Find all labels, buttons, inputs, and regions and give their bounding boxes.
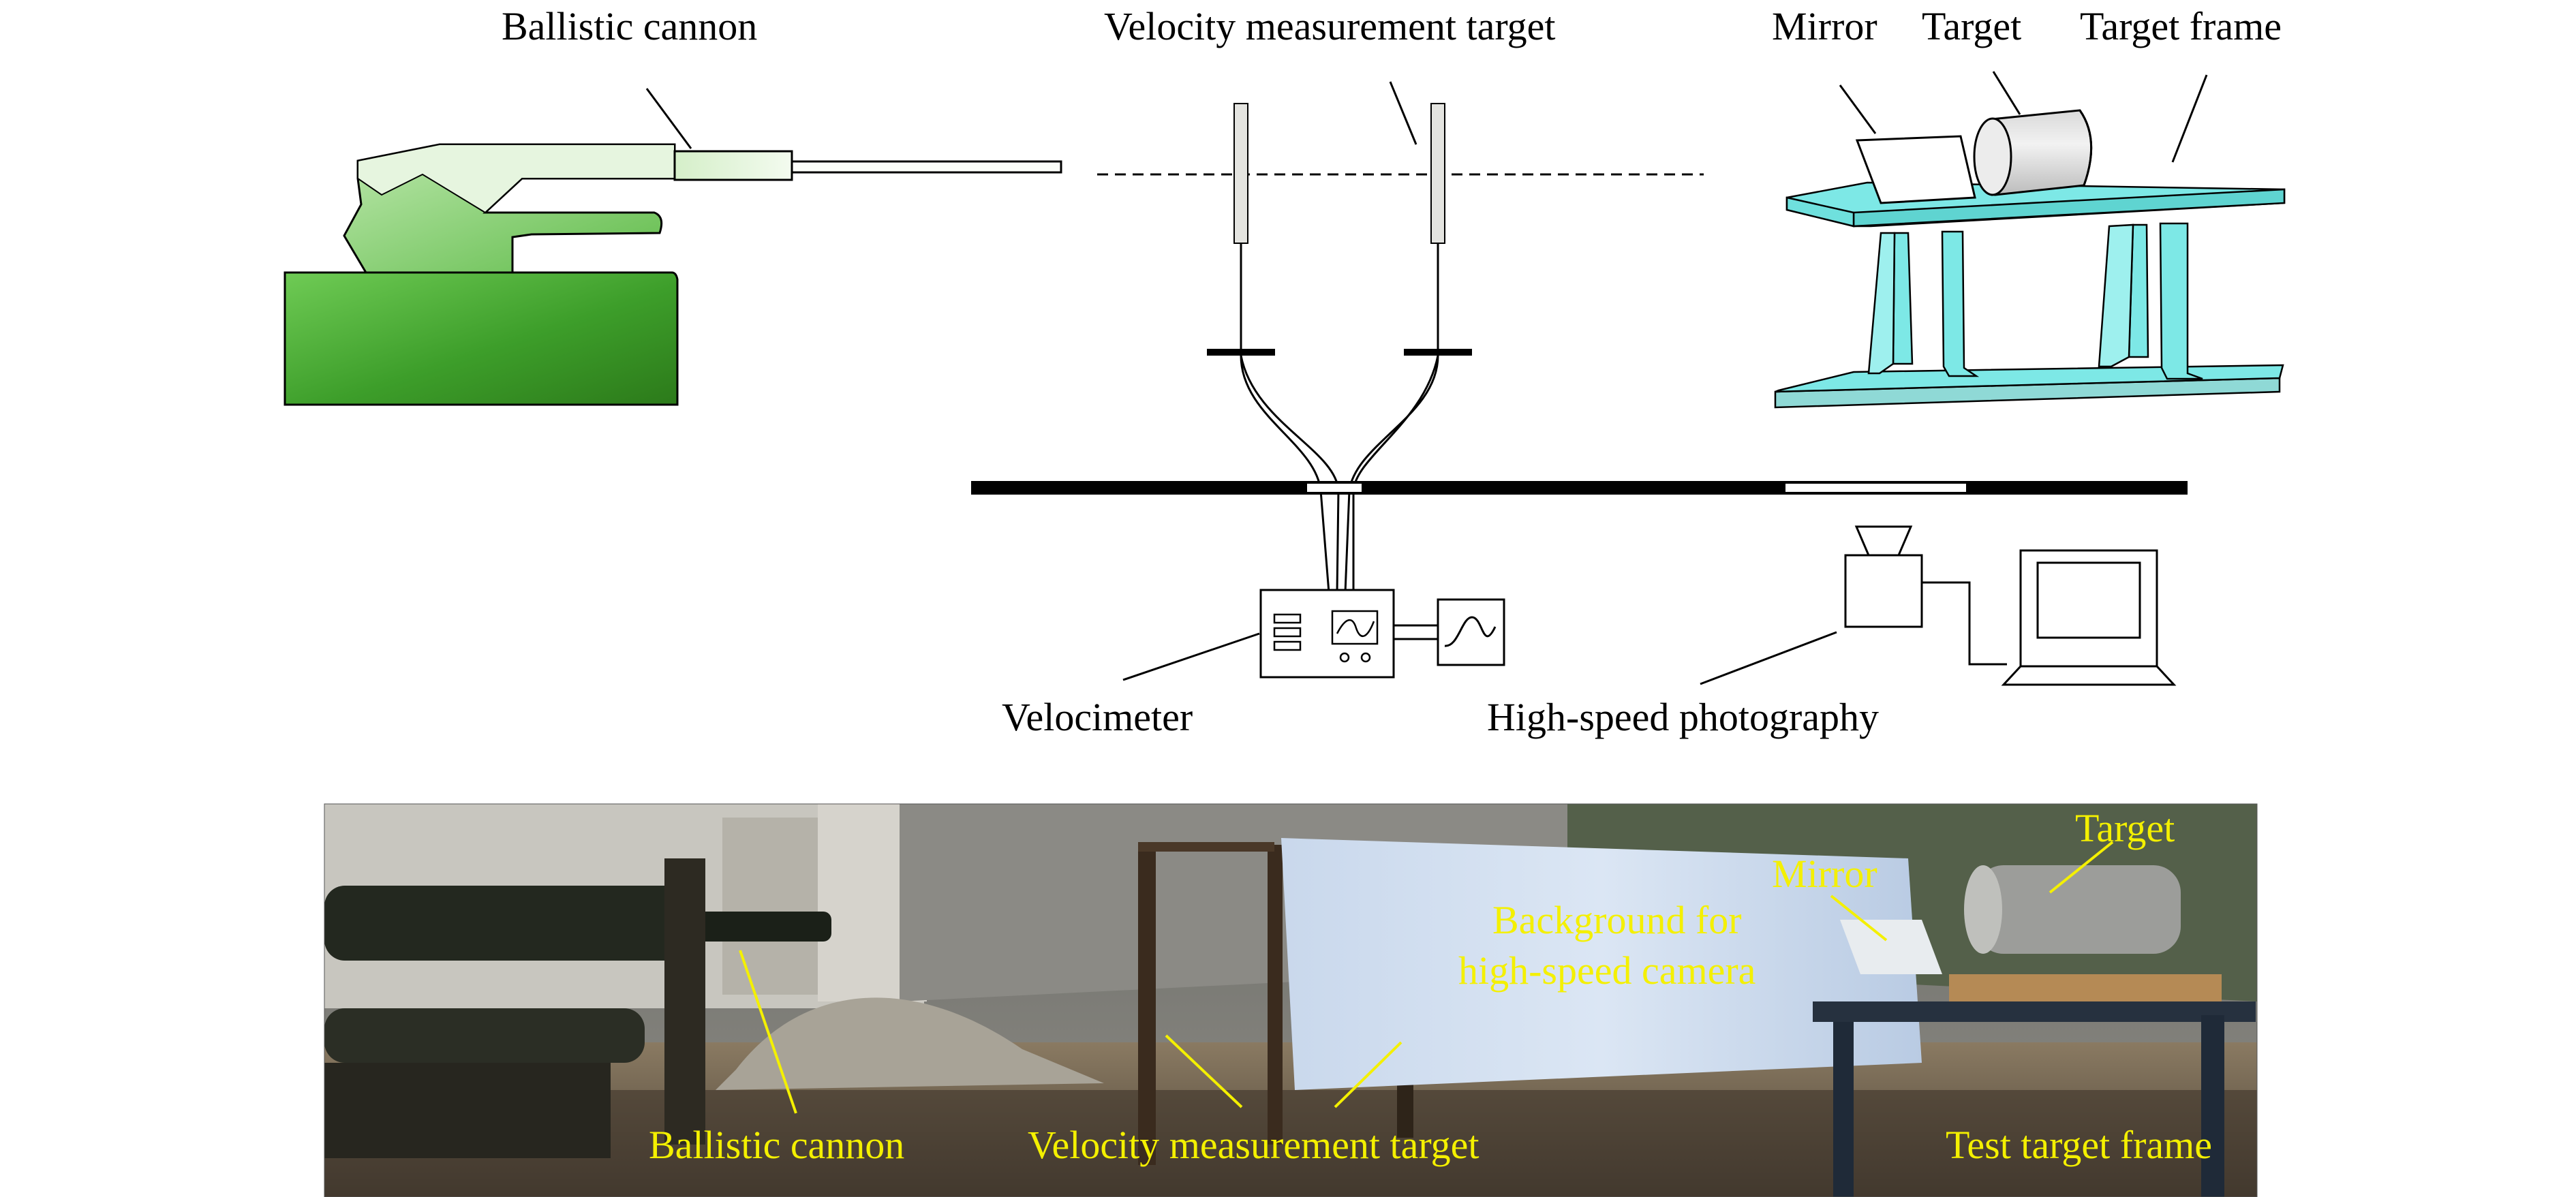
label-target: Target: [1922, 4, 2021, 48]
photo-leader-velocity-target-2: [1334, 1041, 1402, 1108]
velocimeter-leader: [1122, 632, 1260, 681]
photo-label-target: Target: [2075, 806, 2175, 850]
label-high-speed-photography: High-speed photography: [1487, 695, 1879, 739]
ballistic-cannon-leader: [645, 88, 692, 149]
photo-label-ballistic-cannon: Ballistic cannon: [649, 1123, 904, 1167]
velocity-target-leader: [1389, 81, 1417, 145]
target-frame-leader: [2171, 74, 2208, 163]
target-leader: [1992, 71, 2021, 115]
photo-leader-velocity-target-1: [1165, 1034, 1243, 1108]
floor-line: [971, 481, 2188, 495]
photo-leader-target: [2049, 841, 2114, 894]
label-ballistic-cannon: Ballistic cannon: [502, 4, 757, 48]
photo-label-velocity-measurement-target: Velocity measurement target: [1028, 1123, 1479, 1167]
photo-test-target-frame: [1813, 974, 2256, 1197]
label-target-frame: Target frame: [2080, 4, 2282, 48]
photo-leader-ballistic-cannon: [739, 950, 797, 1114]
photo-background-cloth: [1281, 838, 1922, 1090]
photo-leader-mirror: [1830, 895, 1888, 942]
experiment-photo: Target Mirror Background for high-speed …: [324, 803, 2258, 1197]
cannon-turret-top: [357, 144, 675, 214]
photo-label-test-target-frame: Test target frame: [1946, 1123, 2212, 1167]
mirror-leader: [1839, 84, 1877, 134]
photo-label-background-line1: Background for: [1492, 898, 1742, 942]
ballistic-cannon-drawing: [283, 143, 1062, 406]
label-velocimeter: Velocimeter: [1002, 695, 1193, 739]
velocimeter-cables: [1240, 355, 1439, 593]
photo-mirror: [1840, 920, 1942, 974]
cannon-barrel: [791, 160, 1062, 174]
velocity-target-1: [1207, 103, 1275, 356]
label-velocity-measurement-target: Velocity measurement target: [1104, 4, 1555, 48]
high-speed-photography-leader: [1700, 631, 1837, 685]
mirror-drawing: [1855, 135, 1976, 204]
cannon-base: [283, 271, 679, 406]
high-speed-camera: [1844, 525, 2007, 666]
label-mirror: Mirror: [1772, 4, 1877, 48]
photo-gravel-pile: [716, 997, 1104, 1090]
photo-cannon: [324, 858, 831, 1158]
cylinder-target-drawing: [1973, 109, 2093, 196]
cannon-barrel-sleeve: [673, 150, 793, 181]
velocity-target-2: [1404, 103, 1472, 356]
velocimeter-device: [1259, 589, 1438, 679]
oscilloscope-display: [1437, 598, 1505, 666]
photo-cylinder-target: [1976, 865, 2181, 954]
photo-label-background-line2: high-speed camera: [1458, 948, 1755, 993]
computer-icon: [2001, 549, 2177, 686]
photo-label-mirror: Mirror: [1772, 852, 1877, 896]
schematic: Ballistic cannon Velocity measurement ta…: [283, 4, 2286, 739]
target-frame-drawing: [1774, 181, 2286, 409]
